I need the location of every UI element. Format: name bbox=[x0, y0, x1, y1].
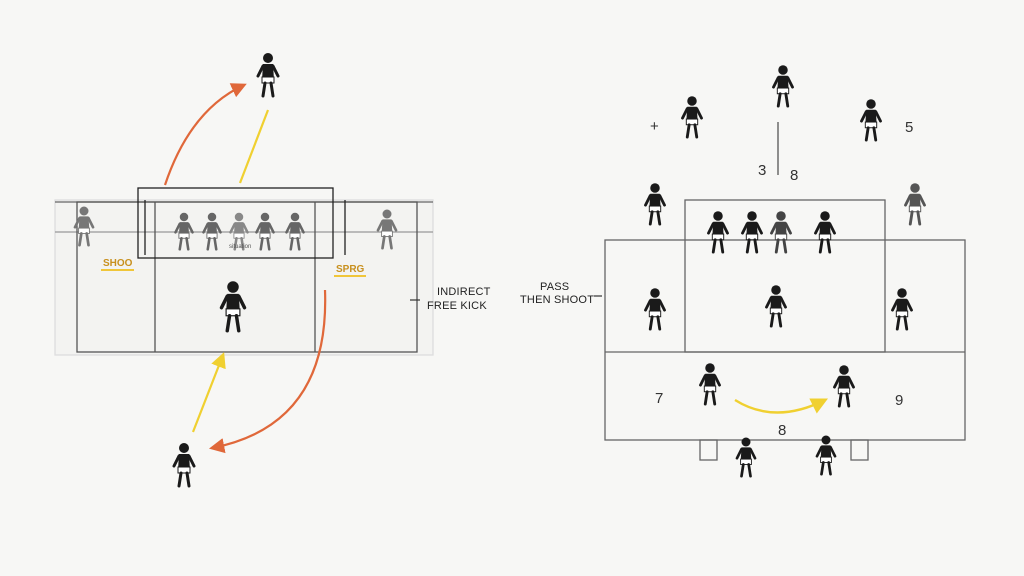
number-8-bottom: 8 bbox=[778, 422, 787, 439]
plus-mark: + bbox=[650, 118, 659, 135]
label-free-kick: FREE KICK bbox=[427, 300, 487, 312]
player-left-bottom bbox=[172, 443, 196, 488]
player-right-mid-right bbox=[904, 183, 926, 226]
wall-player-5 bbox=[285, 212, 305, 251]
wall-player-1 bbox=[174, 212, 194, 251]
number-7: 7 bbox=[655, 390, 664, 407]
wall-player-4 bbox=[255, 212, 275, 251]
player-right-bottom-2 bbox=[815, 435, 837, 476]
player-left-keeper bbox=[219, 281, 247, 333]
label-pass: PASS bbox=[540, 281, 570, 293]
wall-player-3 bbox=[229, 212, 249, 251]
right-outer-box bbox=[604, 239, 966, 441]
tag-left: SHOO bbox=[101, 258, 135, 271]
player-right-box-1 bbox=[707, 211, 729, 254]
player-right-side-right bbox=[891, 288, 913, 331]
arrow-yellow-pass bbox=[734, 398, 829, 414]
player-right-mid-left bbox=[644, 183, 666, 226]
right-post-right bbox=[850, 439, 869, 461]
label-then-shoot: THEN SHOOT bbox=[520, 294, 595, 306]
player-right-side-left bbox=[644, 288, 666, 331]
number-8-top: 8 bbox=[790, 167, 799, 184]
player-right-top-left bbox=[681, 96, 703, 139]
player-right-box-4 bbox=[814, 211, 836, 254]
player-right-9 bbox=[833, 365, 855, 408]
left-goal-frame bbox=[137, 187, 334, 259]
wall-player-2 bbox=[202, 212, 222, 251]
left-penalty-box bbox=[76, 201, 418, 353]
player-right-top-right bbox=[860, 99, 882, 142]
player-right-top bbox=[772, 65, 794, 108]
number-9: 9 bbox=[895, 392, 904, 409]
player-right-box-3 bbox=[770, 211, 792, 254]
player-left-top bbox=[256, 53, 280, 98]
right-post-left bbox=[699, 439, 718, 461]
player-left-edge-1 bbox=[73, 206, 95, 247]
number-3: 3 bbox=[758, 162, 767, 179]
left-pitch bbox=[54, 187, 434, 356]
tag-right: SPRG bbox=[334, 264, 367, 277]
arrow-orange-top bbox=[163, 83, 247, 186]
label-indirect: INDIRECT bbox=[437, 286, 491, 298]
arrow-yellow-top bbox=[238, 109, 270, 184]
players-layer bbox=[73, 53, 926, 488]
player-left-edge-2 bbox=[376, 209, 398, 250]
player-right-center bbox=[765, 285, 787, 328]
player-right-bottom-1 bbox=[735, 437, 757, 478]
arrow-orange-bottom bbox=[208, 289, 327, 454]
player-right-7 bbox=[699, 363, 721, 406]
player-right-box-2 bbox=[741, 211, 763, 254]
wall-caption: situation bbox=[229, 244, 252, 250]
number-5: 5 bbox=[905, 119, 914, 136]
arrow-yellow-bottom bbox=[191, 352, 226, 433]
